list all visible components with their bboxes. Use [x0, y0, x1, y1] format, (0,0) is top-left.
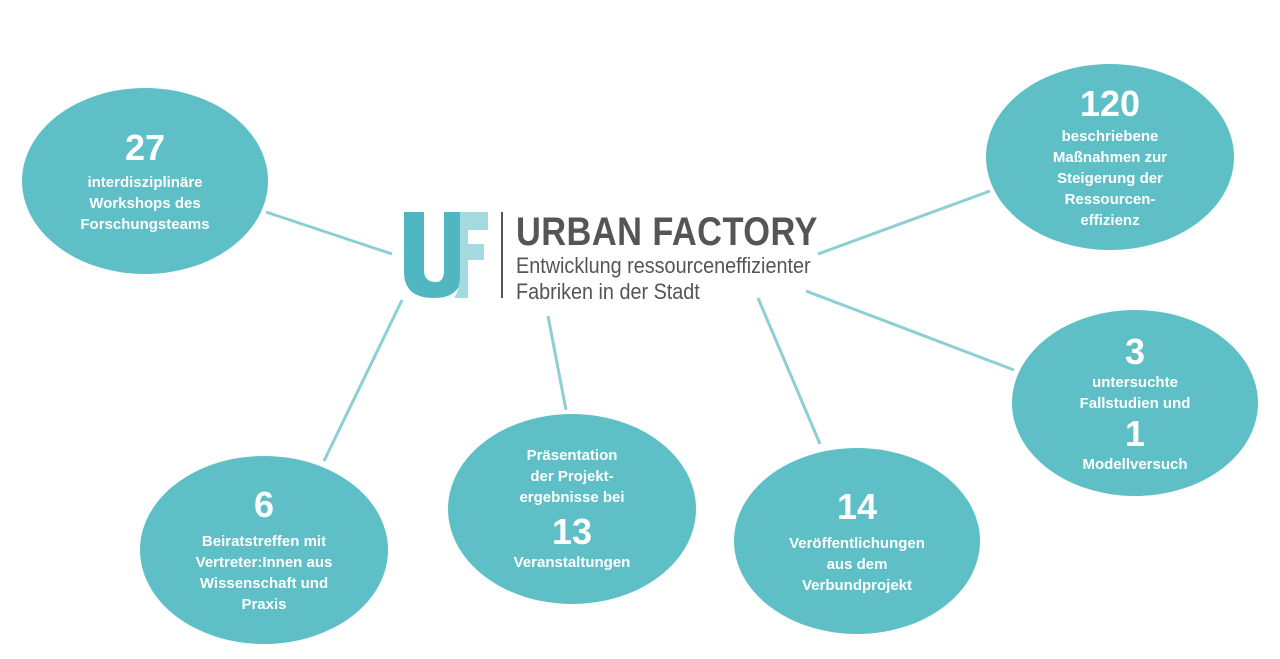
advisory-text: Beiratstreffen mit Vertreter:Innen aus W… — [195, 533, 333, 613]
events-text: Veranstaltungen — [513, 554, 631, 571]
case-studies-text-2: Modellversuch — [1082, 455, 1188, 473]
bubble-case-studies: 3 untersuchte Fallstudien und 1 Modellve… — [1012, 310, 1258, 496]
publications-number: 14 — [836, 485, 878, 527]
connector-workshops — [265, 210, 393, 256]
bubble-advisory: 6 Beiratstreffen mit Vertreter:Innen aus… — [140, 456, 388, 644]
case-studies-number: 3 — [1124, 330, 1146, 372]
uf-logo-mark-icon — [404, 212, 488, 298]
events-number: 13 — [551, 511, 593, 552]
urban-factory-logo: URBAN FACTORY Entwicklung ressourceneffi… — [400, 206, 818, 304]
workshops-number: 27 — [124, 126, 166, 168]
bubble-events: Präsentation der Projekt- ergebnisse bei… — [448, 414, 696, 604]
workshops-text: interdisziplinäre Workshops des Forschun… — [80, 173, 210, 233]
logo-subtitle-line-2: Fabriken in der Stadt — [516, 279, 700, 304]
case-studies-text: untersuchte Fallstudien und — [1079, 373, 1191, 412]
connector-advisory — [322, 299, 404, 462]
logo-title: URBAN FACTORY — [516, 210, 818, 254]
measures-text: beschriebene Maßnahmen zur Steigerung de… — [1052, 127, 1168, 229]
bubble-workshops: 27 interdisziplinäre Workshops des Forsc… — [22, 88, 268, 274]
publications-text: Veröffentlichungen aus dem Verbundprojek… — [789, 534, 925, 594]
measures-number: 120 — [1079, 82, 1141, 124]
connector-case-studies — [805, 289, 1015, 372]
bubble-publications: 14 Veröffentlichungen aus dem Verbundpro… — [734, 448, 980, 634]
bubble-measures: 120 beschriebene Maßnahmen zur Steigerun… — [986, 64, 1234, 250]
advisory-number: 6 — [253, 484, 275, 525]
connector-measures — [817, 189, 991, 256]
connector-publications — [756, 297, 822, 445]
case-studies-number-2: 1 — [1124, 412, 1146, 454]
events-text-before: Präsentation der Projekt- ergebnisse bei — [519, 447, 625, 506]
logo-divider — [501, 212, 503, 298]
logo-subtitle-line-1: Entwicklung ressourceneffizienter — [516, 253, 811, 278]
connector-events — [546, 315, 568, 411]
